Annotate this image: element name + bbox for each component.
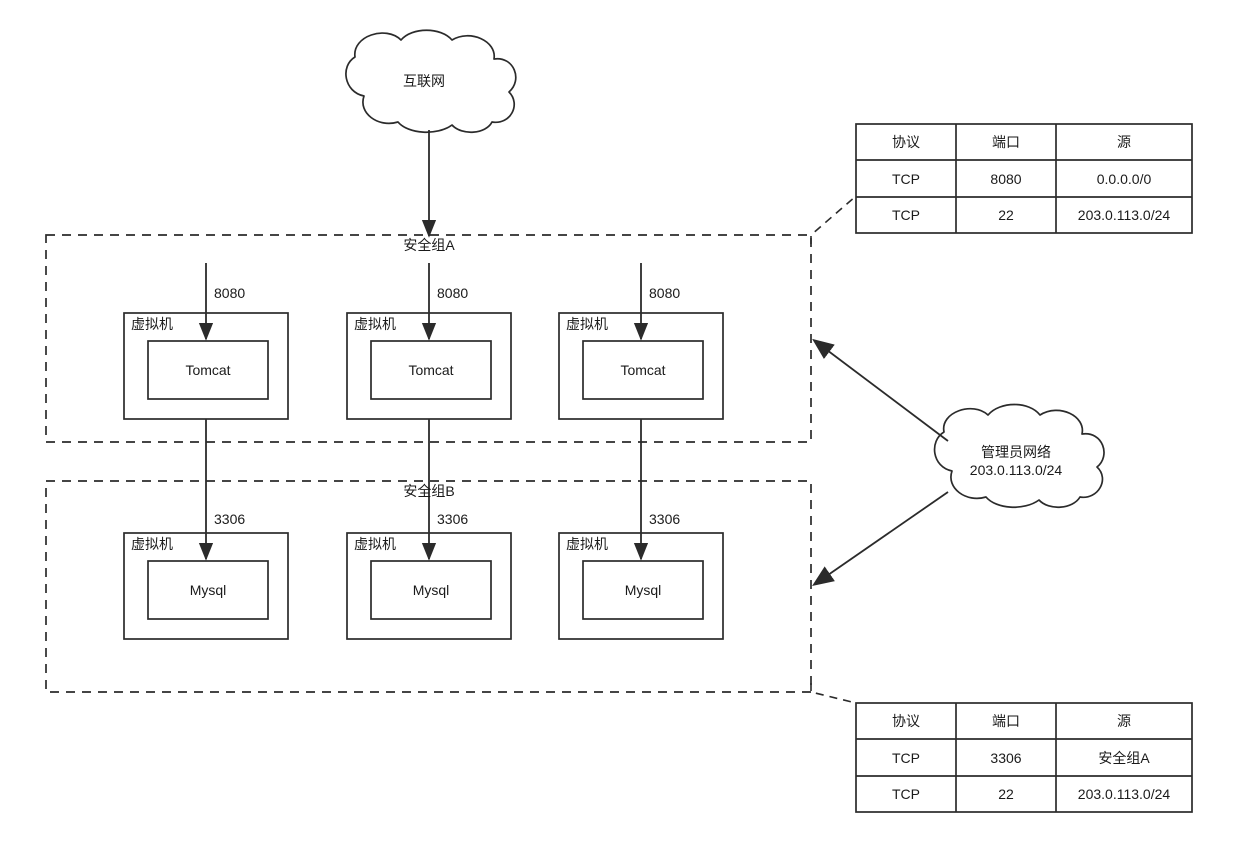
table-a-row1-port: 8080 [990,170,1022,187]
app-box-a1 [147,340,269,400]
port-label-a2: 8080 [437,285,469,301]
vm-box-b3 [558,532,724,640]
vm-box-a1 [123,312,289,420]
security-group-a-boundary [45,234,812,443]
table-b-row2-port: 22 [998,786,1014,802]
port-label-b2: 3306 [437,511,469,527]
port-label-a3: 8080 [649,285,681,301]
app-label-b1: Mysql [189,582,227,598]
security-group-a-label: 安全组A [403,237,455,253]
port-label-a1: 8080 [214,285,246,301]
arrow-admin-to-group-b [812,491,949,587]
vm-label-b1: 虚拟机 [131,536,173,552]
table-a-header-protocol: 协议 [892,134,920,150]
table-a-row2-port: 22 [998,207,1014,223]
internet-cloud-label: 互联网 [403,73,445,89]
vm-label-b3: 虚拟机 [566,536,608,552]
app-label-b3: Mysql [624,582,662,598]
table-a-header-port: 端口 [992,134,1020,150]
app-label-a2: Tomcat [408,362,454,378]
table-a-row1-source: 0.0.0.0/0 [1096,170,1152,187]
app-box-a2 [370,340,492,400]
table-a-row2-source: 203.0.113.0/24 [1077,207,1171,223]
vm-box-a3 [558,312,724,420]
rules-table-b-grid [855,702,1193,813]
table-b-row2-source: 203.0.113.0/24 [1077,786,1171,802]
table-b-row1-port: 3306 [990,749,1022,766]
rules-table-a-grid [855,123,1193,234]
table-b-row1-protocol: TCP [892,749,920,766]
app-label-b2: Mysql [412,582,450,598]
table-a-row1-protocol: TCP [892,170,920,187]
table-b-row1-source: 安全组A [1098,749,1150,766]
leader-group-b-to-table [810,683,857,704]
app-label-a3: Tomcat [620,362,666,378]
vm-label-a1: 虚拟机 [131,316,173,332]
security-group-b-label: 安全组B [403,483,455,499]
app-box-b3 [582,560,704,620]
table-b-header-source: 源 [1117,713,1131,729]
vm-label-b2: 虚拟机 [354,536,396,552]
leader-group-a-to-table [810,195,857,244]
vm-label-a2: 虚拟机 [354,316,396,332]
table-a-row2-protocol: TCP [892,207,920,223]
admin-network-cloud-shape [933,403,1105,508]
table-a-header-source: 源 [1117,134,1131,150]
vm-label-a3: 虚拟机 [566,316,608,332]
app-label-a1: Tomcat [185,362,231,378]
security-group-b-boundary [45,480,812,693]
port-label-b1: 3306 [214,511,246,527]
vm-box-a2 [346,312,512,420]
admin-cloud-label-line1: 管理员网络 [981,444,1051,460]
app-box-a3 [582,340,704,400]
vm-box-b2 [346,532,512,640]
table-b-header-port: 端口 [992,713,1020,729]
admin-cloud-label-line2: 203.0.113.0/24 [969,462,1063,478]
port-label-b3: 3306 [649,511,681,527]
table-b-header-protocol: 协议 [892,713,920,729]
vm-box-b1 [123,532,289,640]
table-b-row2-protocol: TCP [892,786,920,802]
app-box-b2 [370,560,492,620]
internet-cloud-shape [345,29,517,133]
arrow-admin-to-group-a [812,338,949,442]
app-box-b1 [147,560,269,620]
